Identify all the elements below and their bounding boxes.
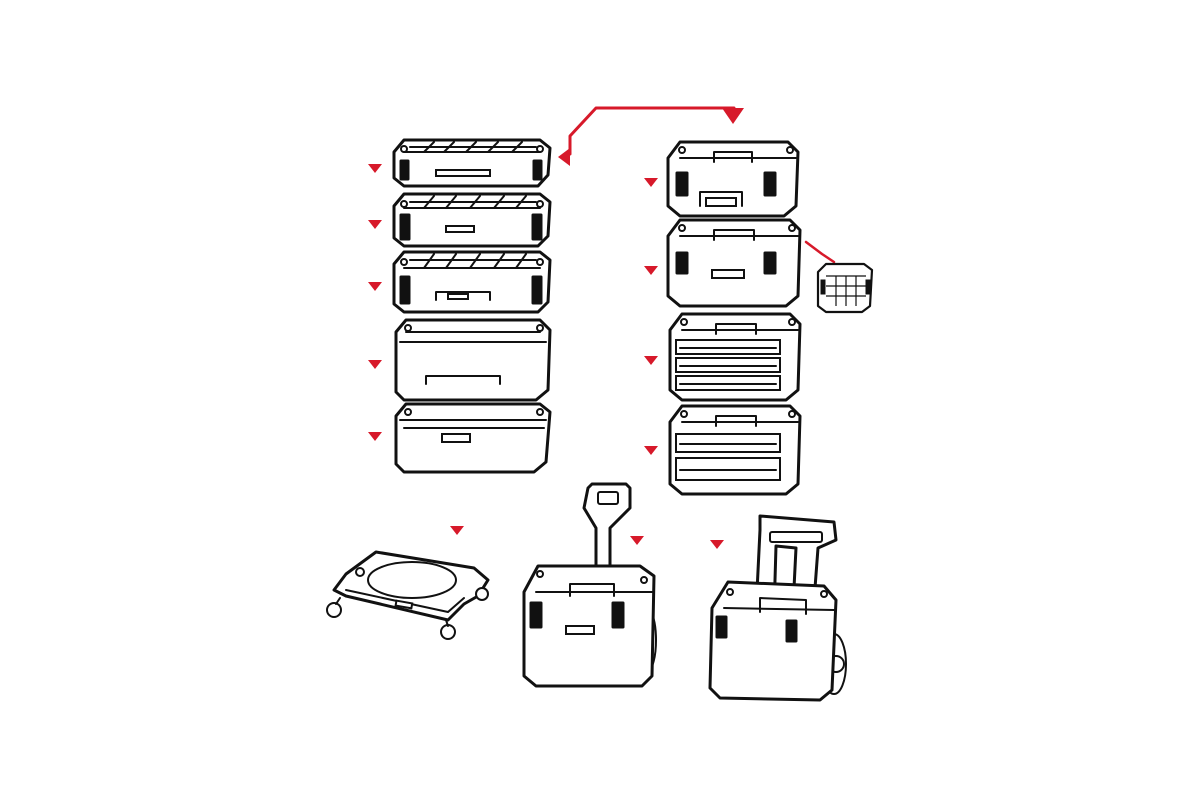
open-tray-shallow-icon (394, 402, 552, 474)
triangle-marker-icon (368, 432, 382, 441)
mini-organizer-icon (816, 262, 874, 314)
triangle-marker-icon (368, 220, 382, 229)
connector-arrow-icon (558, 106, 744, 166)
three-drawer-chest-icon (668, 312, 802, 402)
triangle-marker-icon (644, 178, 658, 187)
open-tray-deep-icon (394, 318, 552, 402)
organizer-shallow-icon (392, 138, 552, 188)
triangle-marker-icon (644, 446, 658, 455)
toolbox-flat-icon (666, 140, 800, 218)
rolling-cart-large-icon (708, 514, 847, 702)
triangle-marker-icon (644, 356, 658, 365)
triangle-marker-icon (710, 540, 724, 549)
organizer-deep-icon (392, 250, 552, 314)
rolling-toolbox-telescopic-icon (522, 482, 657, 688)
triangle-marker-icon (630, 536, 644, 545)
organizer-medium-icon (392, 192, 552, 248)
triangle-marker-icon (368, 282, 382, 291)
triangle-marker-icon (368, 164, 382, 173)
toolbox-tall-icon (666, 218, 802, 308)
accessory-connector-icon (804, 240, 836, 264)
triangle-marker-icon (450, 526, 464, 535)
wheeled-dolly-icon (326, 550, 490, 640)
triangle-marker-icon (368, 360, 382, 369)
triangle-marker-icon (644, 266, 658, 275)
two-drawer-chest-icon (668, 404, 802, 496)
